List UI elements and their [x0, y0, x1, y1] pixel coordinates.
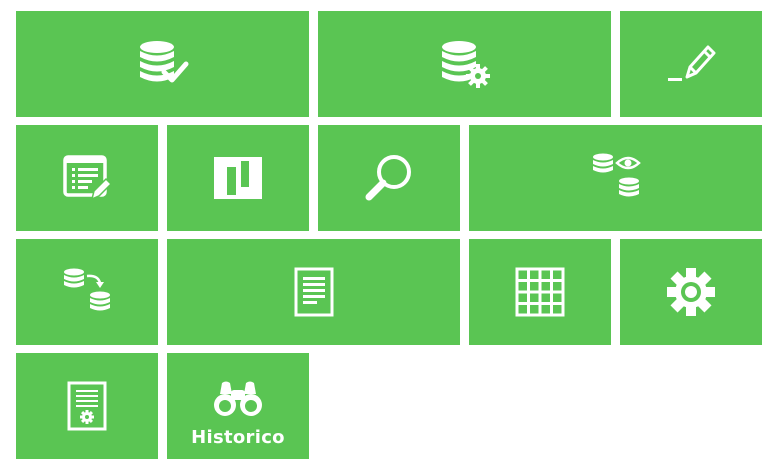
layout-columns-icon: [214, 157, 262, 199]
binoculars-icon: [214, 381, 262, 416]
edit-tile[interactable]: [620, 11, 762, 117]
list-edit-icon: [63, 155, 112, 201]
database-check-tile[interactable]: [16, 11, 309, 117]
database-transfer-tile[interactable]: [16, 239, 158, 345]
database-eye-icon: [592, 153, 641, 197]
pencil-icon: [668, 45, 716, 81]
gear-icon: [667, 268, 715, 316]
historico-tile[interactable]: Historico: [167, 353, 309, 459]
database-view-tile[interactable]: [469, 125, 762, 231]
grid-tile[interactable]: [469, 239, 611, 345]
list-edit-tile[interactable]: [16, 125, 158, 231]
settings-tile[interactable]: [620, 239, 762, 345]
database-check-icon: [139, 41, 188, 83]
historico-label: Historico: [191, 427, 285, 448]
database-gear-icon: [441, 41, 490, 88]
document-icon: [294, 267, 333, 317]
layout-tile[interactable]: [167, 125, 309, 231]
database-settings-tile[interactable]: [318, 11, 611, 117]
document-tile[interactable]: [167, 239, 460, 345]
magnifier-icon: [365, 155, 411, 201]
document-gear-icon: [67, 381, 107, 431]
document-settings-tile[interactable]: [16, 353, 158, 459]
grid-icon: [515, 267, 565, 317]
search-tile[interactable]: [318, 125, 460, 231]
database-transfer-icon: [64, 268, 110, 311]
